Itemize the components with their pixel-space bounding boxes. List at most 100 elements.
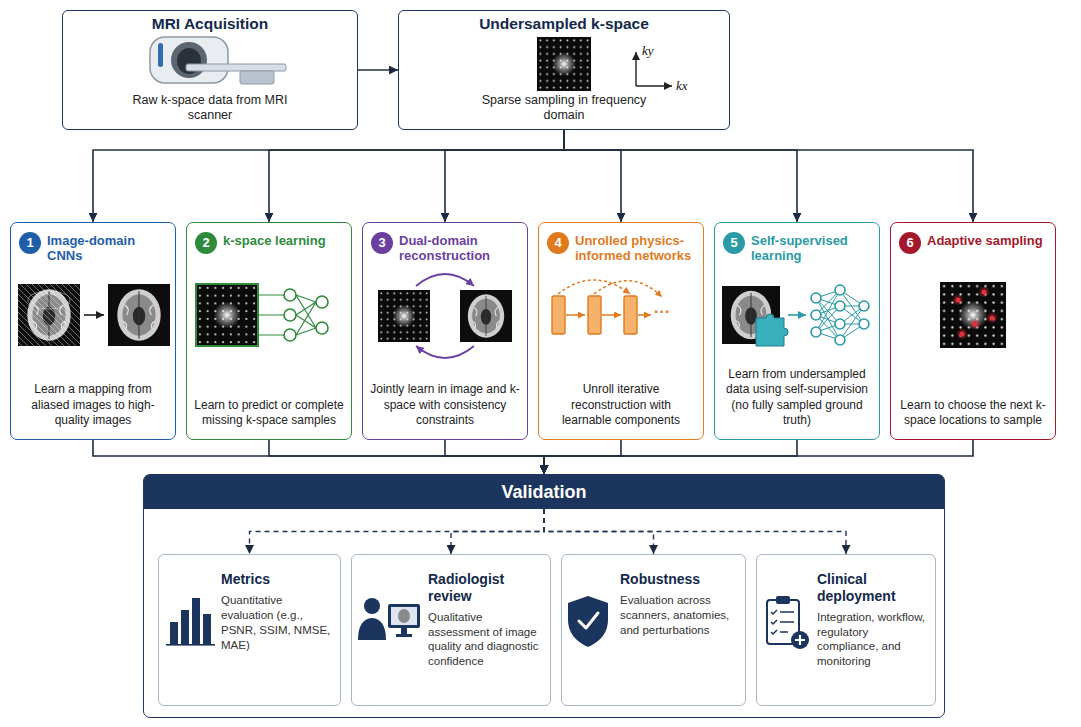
clipboard-icon (780, 612, 794, 632)
method-description: Learn to choose the next k-space locatio… (891, 398, 1055, 439)
axis-label: ky (642, 43, 654, 59)
kspace-axes (635, 52, 636, 86)
flow-arrow (358, 69, 398, 71)
flow-arrow (445, 130, 564, 222)
self-supervised-illustration (859, 319, 869, 329)
number-badge: 1 (19, 232, 41, 254)
unrolled-network-illustration (558, 280, 662, 315)
kspace-learning-illustration (316, 296, 328, 308)
mri-scanner-illustration (150, 37, 228, 83)
clipboard-icon (791, 631, 809, 649)
mri-scanner-illustration (171, 42, 207, 78)
method-box: 6Adaptive samplingLearn to choose the ne… (890, 222, 1056, 440)
flow-arrow (445, 440, 544, 474)
card-title: Robustness (620, 571, 737, 588)
flow-arrow (564, 130, 973, 222)
card-description: Evaluation across scanners, anatomies, a… (620, 593, 737, 638)
unrolled-network-illustration (624, 296, 637, 334)
box-caption: Sparse sampling in frequency domain (474, 93, 654, 129)
self-supervised-illustration (722, 285, 869, 346)
bar-chart-icon (166, 598, 215, 646)
adaptive-sampling-illustration (972, 321, 977, 326)
method-description: Learn from undersampled data using self-… (715, 367, 879, 439)
dual-domain-illustration (378, 290, 430, 342)
self-supervised-illustration (859, 301, 869, 311)
bar-chart-icon (192, 598, 200, 644)
card-description: Qualitative assessment of image quality … (428, 610, 542, 670)
number-badge: 6 (899, 232, 921, 254)
kspace-learning-illustration (284, 289, 296, 301)
card-description: Quantitative evaluation (e.g., PSNR, SSI… (221, 593, 332, 653)
number-badge: 5 (723, 232, 745, 254)
dashed-arrow (544, 509, 846, 554)
self-supervised-illustration (835, 319, 845, 329)
method-box: 5Self-supervised learningLearn from unde… (714, 222, 880, 440)
flow-arrow (544, 440, 973, 474)
flow-arrow (544, 440, 797, 474)
kspace-learning-illustration (284, 289, 328, 341)
method-description: Unroll iterative reconstruction with lea… (539, 382, 703, 439)
radiologist-icon (396, 634, 412, 637)
radiologist-icon (388, 604, 420, 628)
validation-panel: ValidationMetricsQuantitative evaluation… (143, 474, 945, 718)
adaptive-sampling-illustration (989, 315, 994, 320)
self-supervised-illustration (788, 314, 806, 316)
validation-card: Radiologist reviewQualitative assessment… (351, 554, 551, 706)
bar-chart-icon (170, 622, 178, 644)
mri-scanner-illustration (150, 37, 286, 84)
clipboard-icon (795, 635, 805, 645)
card-title: Metrics (221, 571, 332, 588)
clipboard-icon (771, 610, 777, 634)
number-badge: 4 (547, 232, 569, 254)
flow-arrow (93, 440, 544, 474)
adaptive-sampling-illustration (953, 287, 997, 339)
dashed-arrow (451, 509, 544, 554)
method-title: Unrolled physics-informed networks (539, 233, 703, 264)
box-title: Undersampled k-space (479, 11, 649, 33)
connector-group (93, 70, 973, 554)
adaptive-sampling-illustration (953, 295, 963, 305)
method-description: Jointly learn in image and k-space with … (363, 382, 527, 439)
clipboard-icon (767, 596, 809, 649)
mri-scanner-illustration (240, 71, 274, 84)
method-title: Dual-domain reconstruction (363, 233, 527, 264)
method-title: Adaptive sampling (891, 233, 1055, 248)
method-box: 2k-space learningLearn to predict or com… (186, 222, 352, 440)
shield-icon (579, 613, 598, 628)
unrolled-network-illustration (566, 314, 585, 316)
unrolled-network-illustration (602, 314, 621, 316)
kspace-axes (636, 52, 672, 86)
radiologist-icon (391, 607, 417, 625)
axis-label: kx (676, 78, 688, 94)
unrolled-network-illustration (588, 296, 601, 334)
adaptive-sampling-illustration (955, 297, 960, 302)
kspace-grid-illustration (537, 37, 591, 91)
adaptive-sampling-illustration (981, 289, 986, 294)
unrolled-network-illustration (594, 281, 662, 297)
panel-header: Validation (144, 475, 944, 509)
dual-domain-illustration (460, 290, 512, 342)
method-box: 4Unrolled physics-informed networksUnrol… (538, 222, 704, 440)
box-caption: Raw k-space data from MRI scanner (130, 93, 290, 129)
validation-card: MetricsQuantitative evaluation (e.g., PS… (158, 554, 341, 706)
card-title: Radiologist review (428, 571, 542, 605)
adaptive-sampling-illustration (940, 282, 1006, 348)
flow-arrow (544, 440, 621, 474)
ellipsis-mark: ... (654, 299, 670, 317)
kspace-learning-illustration (284, 329, 296, 341)
flow-arrow (269, 130, 564, 222)
method-title: Image-domain CNNs (11, 233, 175, 264)
adaptive-sampling-illustration (987, 313, 997, 323)
method-title: k-space learning (187, 233, 351, 248)
self-supervised-illustration (835, 285, 845, 295)
number-badge: 3 (371, 232, 393, 254)
method-title: Self-supervised learning (715, 233, 879, 264)
radiologist-icon (398, 609, 410, 623)
self-supervised-illustration (835, 335, 845, 345)
bar-chart-icon (181, 610, 189, 644)
unrolled-network-illustration (638, 314, 651, 316)
method-box: 1Image-domain CNNsLearn a mapping from a… (10, 222, 176, 440)
unrolled-network-illustration (552, 280, 662, 334)
box-title: MRI Acquisition (152, 11, 269, 33)
